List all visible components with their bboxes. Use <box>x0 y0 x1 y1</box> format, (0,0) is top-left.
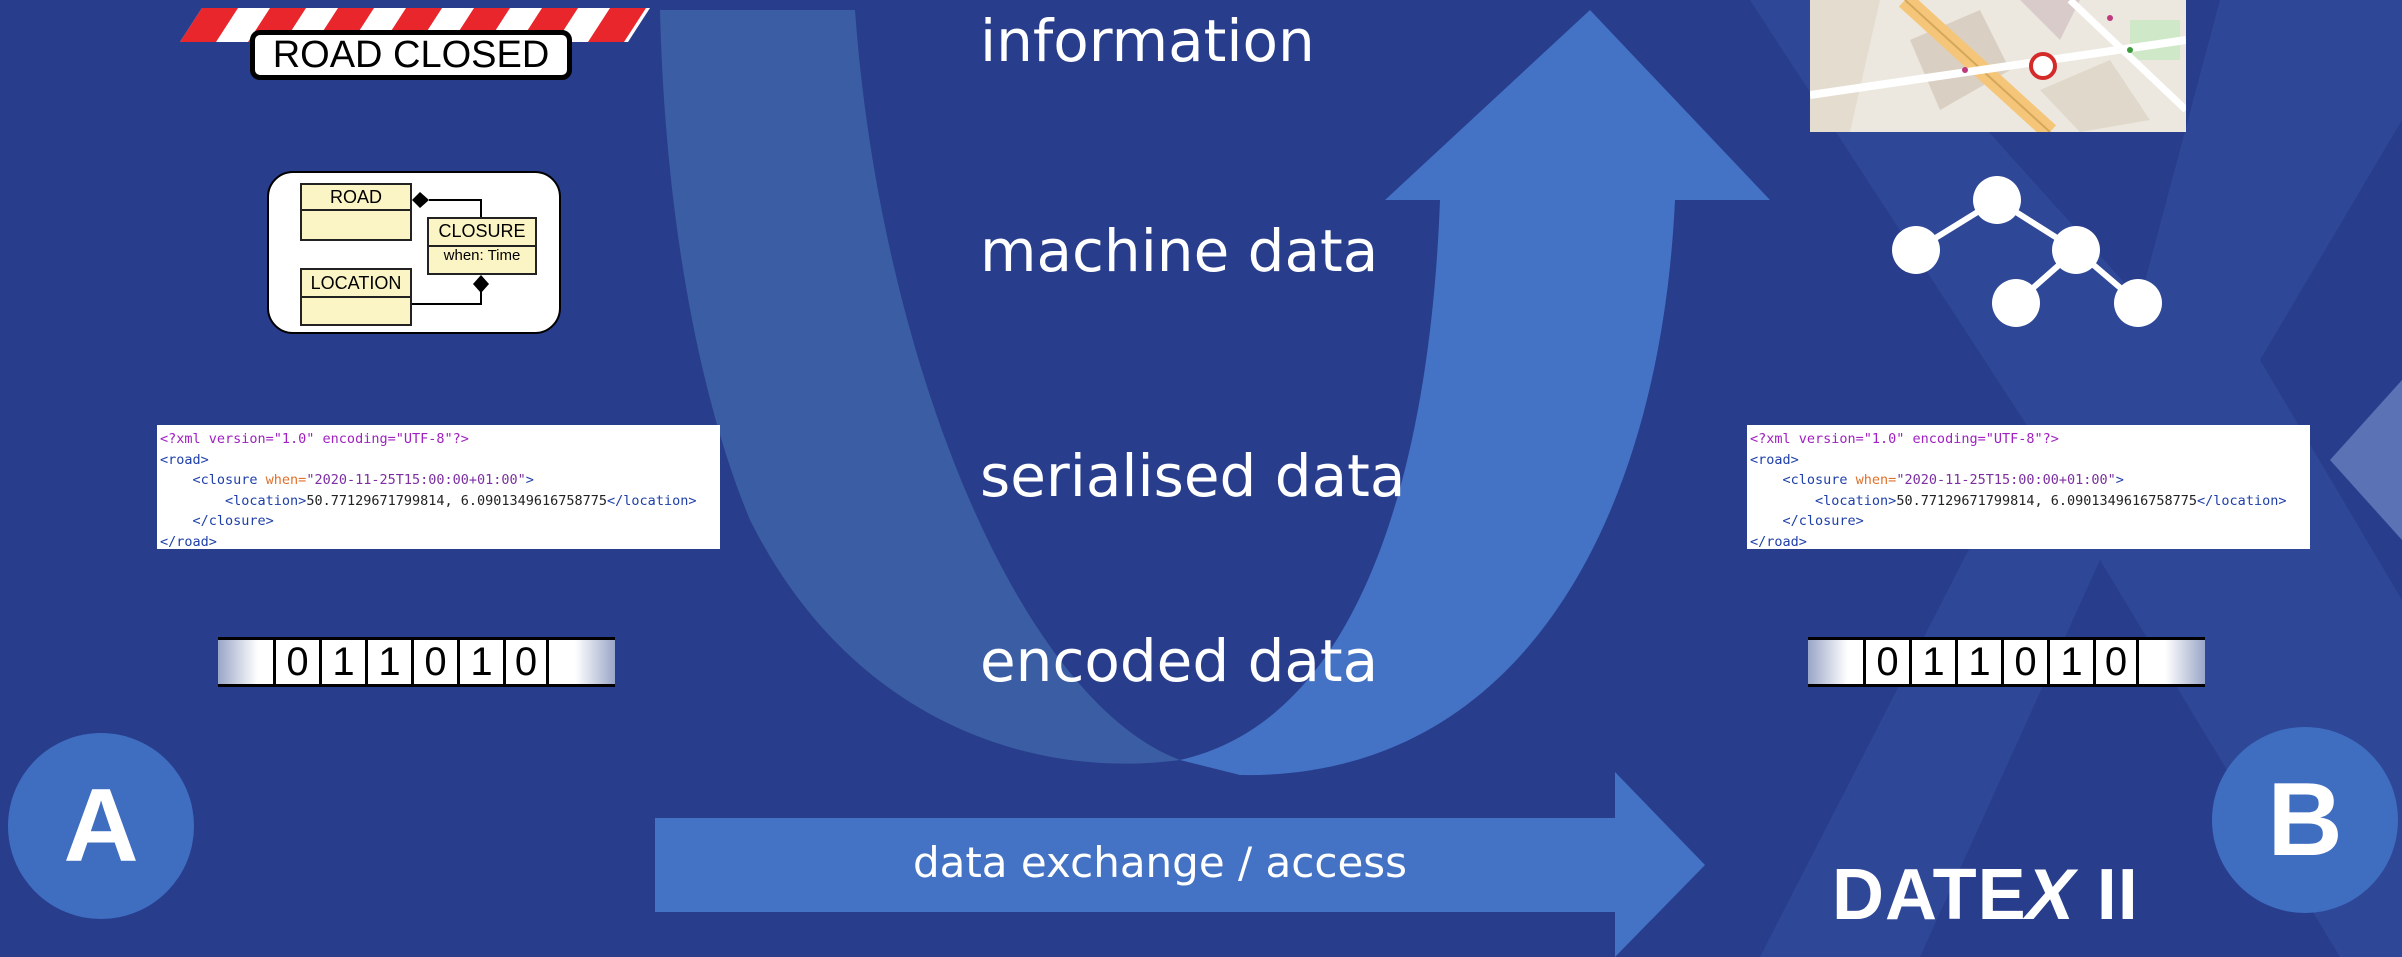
layer-label-encoded-data: encoded data <box>980 627 1379 695</box>
bit-cell: 0 <box>273 640 319 684</box>
uml-road-class: ROAD <box>300 183 412 241</box>
bit-cell: 1 <box>1909 640 1955 684</box>
layer-label-information: information <box>980 7 1315 75</box>
uml-closure-label: CLOSURE <box>438 221 526 241</box>
layer-label-machine-data: machine data <box>980 217 1379 285</box>
logo-text-x: X <box>2018 855 2085 935</box>
bit-cell: 0 <box>2001 640 2047 684</box>
bit-cell: 0 <box>2093 640 2139 684</box>
bit-cell: 1 <box>457 640 503 684</box>
uml-location-class: LOCATION <box>300 268 412 326</box>
bit-cell: 1 <box>365 640 411 684</box>
u-flow-arrow <box>660 10 1770 776</box>
road-closed-sign: ROAD CLOSED <box>160 0 650 85</box>
uml-closure-class: CLOSURE when: Time <box>427 217 537 275</box>
bit-cell: 0 <box>1863 640 1909 684</box>
uml-location-label: LOCATION <box>310 273 402 293</box>
xml-snippet-right: <?xml version="1.0" encoding="UTF-8"?> <… <box>1747 425 2310 549</box>
logo-text-ii: II <box>2075 855 2139 935</box>
bit-cell: 1 <box>1955 640 2001 684</box>
uml-road-label: ROAD <box>329 187 382 207</box>
bit-cell: 1 <box>319 640 365 684</box>
map-image <box>1810 0 2186 132</box>
bit-cell: 1 <box>2047 640 2093 684</box>
tree-graph-icon <box>1892 176 2162 327</box>
uml-class-diagram: ROAD CLOSURE when: Time LOCATION <box>267 171 561 334</box>
road-closed-text: ROAD CLOSED <box>250 30 572 80</box>
party-b-circle: B <box>2212 727 2398 913</box>
logo-text-date: DATE <box>1832 855 2027 935</box>
uml-closure-attribute: when: Time <box>443 247 521 264</box>
layer-label-serialised-data: serialised data <box>980 442 1406 510</box>
data-exchange-arrow <box>655 772 1705 957</box>
party-a-circle: A <box>8 733 194 919</box>
map-thumbnail <box>1810 0 2186 132</box>
encoded-bits-right: 0 1 1 0 1 0 <box>1808 637 2205 687</box>
encoded-bits-left: 0 1 1 0 1 0 <box>218 637 615 687</box>
data-exchange-label: data exchange / access <box>912 838 1408 887</box>
bit-cell: 0 <box>411 640 457 684</box>
datex-ii-logo: DATEX II <box>1832 855 2139 935</box>
xml-snippet-left: <?xml version="1.0" encoding="UTF-8"?> <… <box>157 425 720 549</box>
uml-associations <box>412 192 489 305</box>
bit-cell: 0 <box>503 640 549 684</box>
